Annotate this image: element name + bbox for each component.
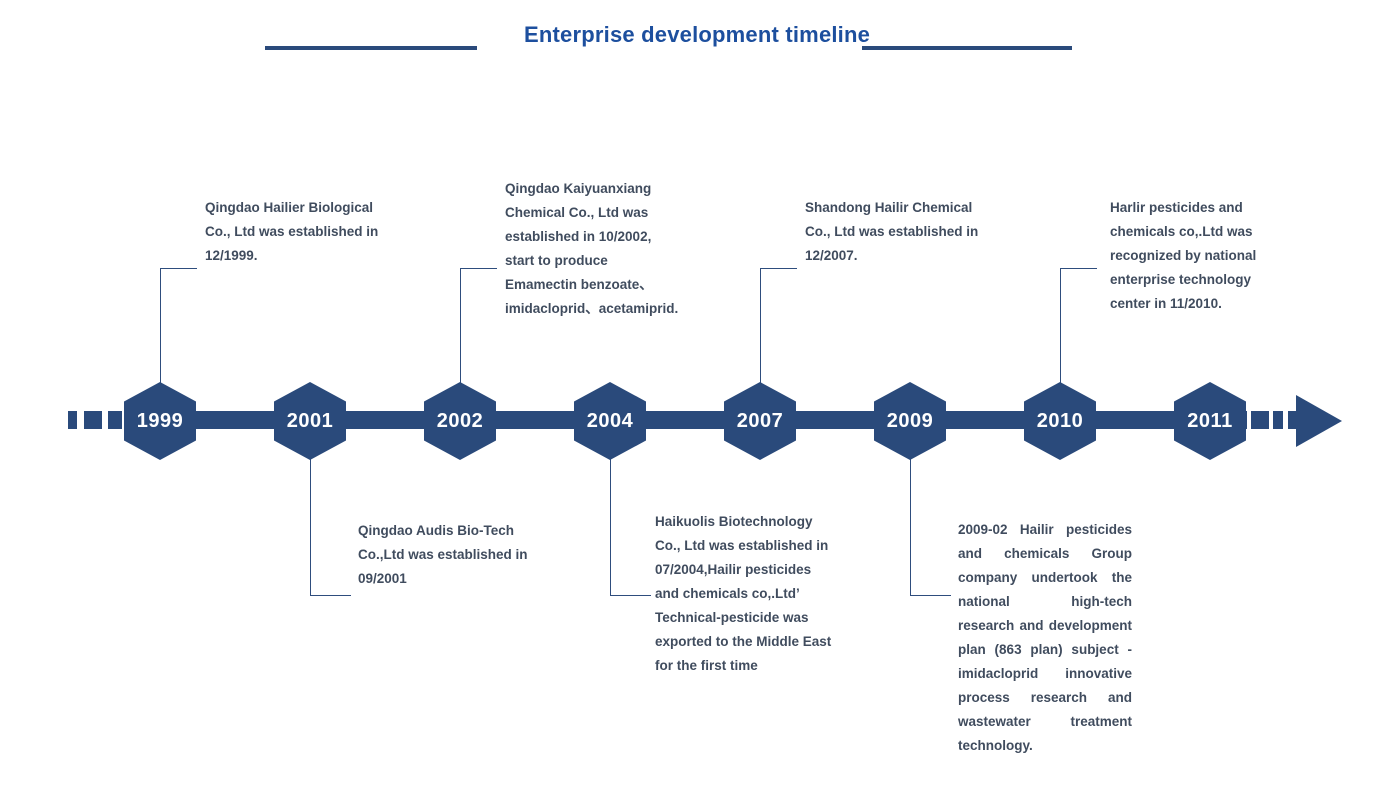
note-2007: Shandong Hailir Chemical Co., Ltd was es… bbox=[805, 196, 983, 268]
note-2009: 2009-02 Hailir pesticides and chemicals … bbox=[958, 518, 1132, 758]
note-line: Technical-pesticide was bbox=[655, 610, 809, 625]
title-rule-left bbox=[265, 46, 477, 50]
note-line: chemicals co,.Ltd was bbox=[1110, 224, 1253, 239]
note-line: center in 11/2010. bbox=[1110, 296, 1222, 311]
note-line: established in 10/2002, bbox=[505, 229, 652, 244]
note-line: plan (863 plan) subject - bbox=[958, 642, 1132, 657]
note-1999: Qingdao Hailier Biological Co., Ltd was … bbox=[205, 196, 383, 268]
year-node-2001: 2001 bbox=[274, 382, 346, 460]
note-line: for the first time bbox=[655, 658, 758, 673]
year-node-2011: 2011 bbox=[1174, 382, 1246, 460]
connector-2004 bbox=[610, 459, 651, 596]
note-line: start to produce bbox=[505, 253, 608, 268]
page-title: Enterprise development timeline bbox=[524, 22, 871, 47]
note-line: Co., Ltd was established in bbox=[805, 224, 979, 239]
note-line: Co., Ltd was established in bbox=[205, 224, 379, 239]
note-line: Shandong Hailir Chemical bbox=[805, 200, 973, 215]
note-line: research and development bbox=[958, 618, 1132, 633]
note-2001: Qingdao Audis Bio-Tech Co.,Ltd was estab… bbox=[358, 519, 530, 591]
year-node-2010: 2010 bbox=[1024, 382, 1096, 460]
year-label-2004: 2004 bbox=[586, 409, 634, 432]
connector-2009 bbox=[910, 459, 951, 596]
note-line: national high-tech bbox=[958, 594, 1132, 609]
connector-2010 bbox=[1060, 268, 1097, 385]
note-line: exported to the Middle East bbox=[655, 634, 832, 649]
timeline-dash-left-1 bbox=[68, 411, 77, 429]
note-line: imidacloprid、acetamiprid. bbox=[505, 301, 679, 316]
note-line: company undertook the bbox=[958, 570, 1132, 585]
note-line: 09/2001 bbox=[358, 571, 407, 586]
note-line: Co.,Ltd was established in bbox=[358, 547, 528, 562]
connector-2007 bbox=[760, 268, 797, 385]
note-line: Co., Ltd was established in bbox=[655, 538, 829, 553]
year-label-2002: 2002 bbox=[436, 409, 484, 432]
note-line: recognized by national bbox=[1110, 248, 1257, 263]
note-2002: Qingdao Kaiyuanxiang Chemical Co., Ltd w… bbox=[505, 177, 695, 321]
note-line: enterprise technology bbox=[1110, 272, 1252, 287]
note-line: wastewater treatment bbox=[958, 714, 1132, 729]
note-2010: Harlir pesticides and chemicals co,.Ltd … bbox=[1110, 196, 1268, 316]
note-line: 12/2007. bbox=[805, 248, 858, 263]
year-label-2011: 2011 bbox=[1187, 409, 1233, 432]
year-label-2007: 2007 bbox=[736, 409, 784, 432]
note-line: technology. bbox=[958, 738, 1033, 753]
year-label-2001: 2001 bbox=[286, 409, 334, 432]
year-label-1999: 1999 bbox=[136, 409, 184, 432]
note-line: 2009-02 Hailir pesticides bbox=[958, 522, 1132, 537]
timeline-bar bbox=[128, 411, 1247, 429]
timeline-dash-right-1 bbox=[1251, 411, 1269, 429]
year-node-2009: 2009 bbox=[874, 382, 946, 460]
timeline-dash-left-2 bbox=[84, 411, 102, 429]
note-line: 12/1999. bbox=[205, 248, 258, 263]
note-line: Qingdao Hailier Biological bbox=[205, 200, 374, 215]
year-label-2009: 2009 bbox=[886, 409, 934, 432]
note-line: Emamectin benzoate、 bbox=[505, 277, 653, 292]
note-2004: Haikuolis Biotechnology Co., Ltd was est… bbox=[655, 510, 837, 678]
note-line: Harlir pesticides and bbox=[1110, 200, 1243, 215]
note-line: process research and bbox=[958, 690, 1132, 705]
timeline-dash-right-2 bbox=[1273, 411, 1283, 429]
year-label-2010: 2010 bbox=[1036, 409, 1084, 432]
note-line: Qingdao Audis Bio-Tech bbox=[358, 523, 514, 538]
connector-2001 bbox=[310, 459, 351, 596]
timeline-dash-right-3 bbox=[1288, 411, 1296, 429]
timeline-arrow-icon bbox=[1296, 395, 1342, 447]
year-node-2002: 2002 bbox=[424, 382, 496, 460]
note-line: Qingdao Kaiyuanxiang bbox=[505, 181, 652, 196]
year-node-1999: 1999 bbox=[124, 382, 196, 460]
note-line: Chemical Co., Ltd was bbox=[505, 205, 649, 220]
note-line: Haikuolis Biotechnology bbox=[655, 514, 813, 529]
connector-2002 bbox=[460, 268, 497, 385]
year-node-2007: 2007 bbox=[724, 382, 796, 460]
timeline-dash-left-3 bbox=[108, 411, 122, 429]
year-node-2004: 2004 bbox=[574, 382, 646, 460]
note-line: imidacloprid innovative bbox=[958, 666, 1132, 681]
note-line: and chemicals Group bbox=[958, 546, 1132, 561]
note-line: and chemicals co,.Ltd’ bbox=[655, 586, 800, 601]
note-line: 07/2004,Hailir pesticides bbox=[655, 562, 812, 577]
connector-1999 bbox=[160, 268, 197, 385]
title-rule-right bbox=[862, 46, 1072, 50]
